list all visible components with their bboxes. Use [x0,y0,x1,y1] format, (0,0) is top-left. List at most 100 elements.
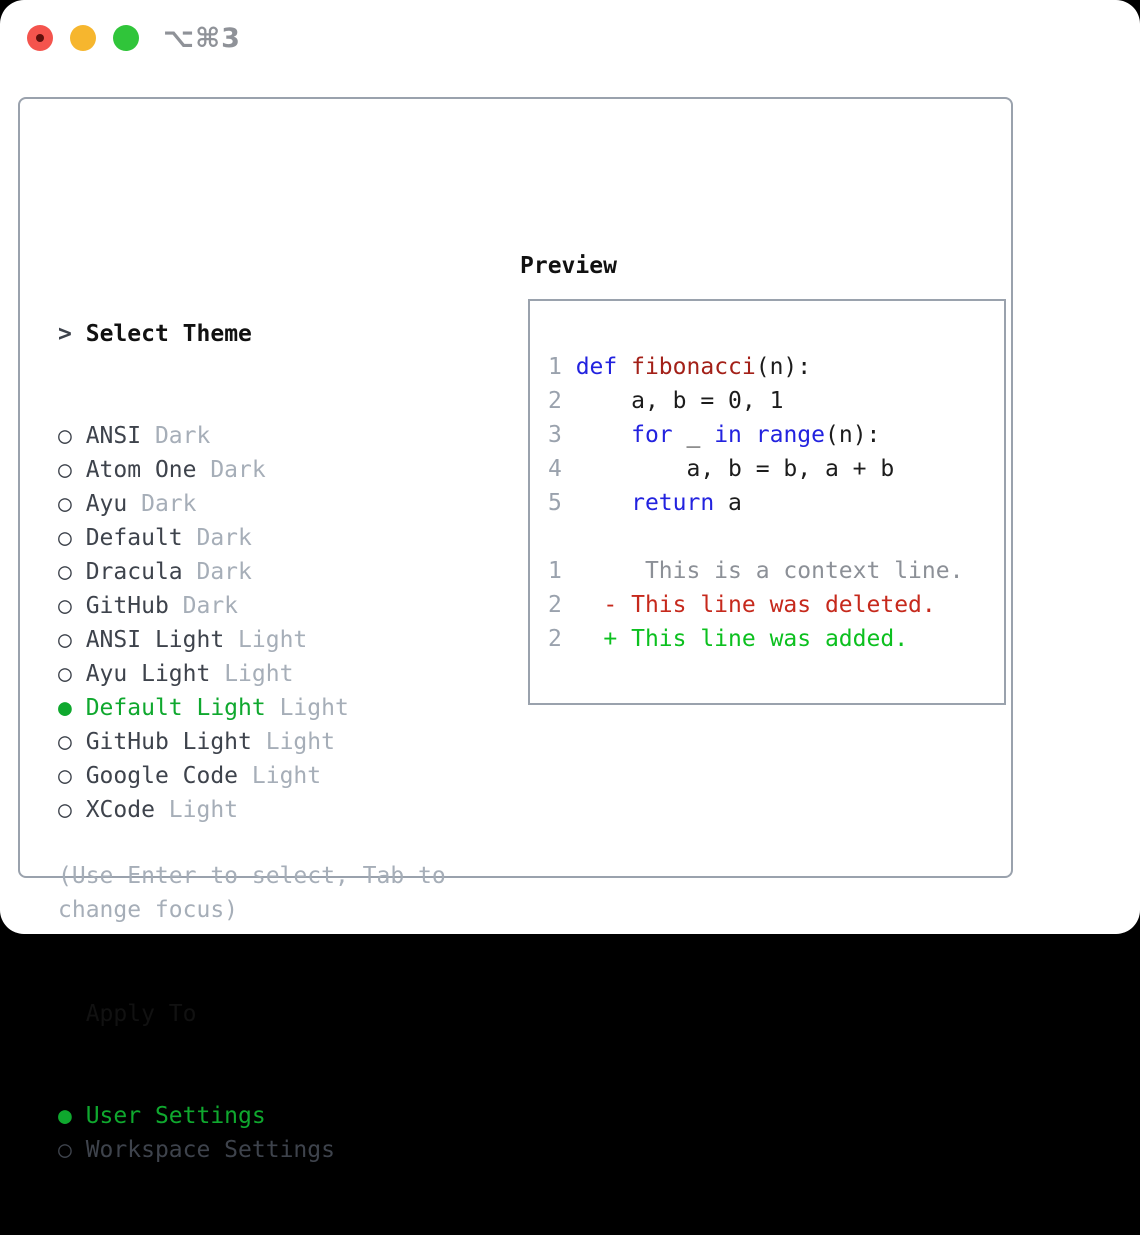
code-line [548,520,963,554]
option-label: GitHub Light [72,729,252,755]
theme-variant-tag: Dark [183,525,252,551]
theme-option-github-dark[interactable]: ○ GitHub Dark [58,589,349,623]
theme-variant-tag: Light [155,797,238,823]
theme-option-xcode-light[interactable]: ○ XCode Light [58,793,349,827]
theme-option-default-dark[interactable]: ○ Default Dark [58,521,349,555]
code-line: 1 This is a context line. [548,554,963,588]
code-line: 4 a, b = b, a + b [548,452,963,486]
theme-list-column: > Select Theme ○ ANSI Dark○ Atom One Dar… [58,249,349,1235]
code-line: 2 + This line was added. [548,622,963,656]
code-line: 2 a, b = 0, 1 [548,384,963,418]
code-segment-code: a [714,490,742,516]
theme-variant-tag: Dark [141,423,210,449]
theme-option-atom-one-dark[interactable]: ○ Atom One Dark [58,453,349,487]
apply-option-user-settings[interactable]: ● User Settings [58,1099,349,1133]
theme-variant-tag: Dark [183,559,252,585]
apply-to-header: Apply To [58,997,349,1031]
option-label: Atom One [72,457,197,483]
select-theme-header-label: Select Theme [72,321,252,347]
code-segment-num: 5 [548,490,562,516]
code-segment-num: 2 [548,626,562,652]
code-segment-num: 1 [548,558,562,584]
option-label: Google Code [72,763,238,789]
code-segment-code [562,422,631,448]
radio-selected-icon: ● [58,695,72,721]
option-label: XCode [72,797,155,823]
theme-variant-tag: Light [266,695,349,721]
radio-selected-icon: ● [58,1103,72,1129]
code-segment-code: _ [673,422,715,448]
app-window: ⌥⌘3 > Select Theme ○ ANSI Dark○ Atom One… [0,0,1140,934]
code-segment-num: 4 [548,456,562,482]
theme-variant-tag: Light [252,729,335,755]
theme-variant-tag: Light [238,763,321,789]
radio-icon: ○ [58,559,72,585]
zoom-button[interactable] [113,25,139,51]
code-segment-num: 2 [548,592,562,618]
traffic-lights [27,25,139,51]
theme-option-ansi-light-light[interactable]: ○ ANSI Light Light [58,623,349,657]
preview-header: Preview [520,249,617,283]
option-label: ANSI Light [72,627,224,653]
code-segment-num: 3 [548,422,562,448]
theme-list: ○ ANSI Dark○ Atom One Dark○ Ayu Dark○ De… [58,419,349,827]
option-label: Ayu Light [72,661,210,687]
minimize-button[interactable] [70,25,96,51]
code-segment-add: + This line was added. [562,626,908,652]
option-label: Ayu [72,491,127,517]
option-label: ANSI [72,423,141,449]
radio-icon: ○ [58,661,72,687]
option-label: GitHub [72,593,169,619]
theme-option-google-code-light[interactable]: ○ Google Code Light [58,759,349,793]
code-line: 3 for _ in range(n): [548,418,963,452]
theme-variant-tag: Dark [196,457,265,483]
code-segment-code [742,422,756,448]
radio-icon: ○ [58,491,72,517]
code-line: 2 - This line was deleted. [548,588,963,622]
option-label: Default [72,525,183,551]
theme-option-github-light-light[interactable]: ○ GitHub Light Light [58,725,349,759]
code-segment-code [617,354,631,380]
theme-variant-tag: Light [210,661,293,687]
radio-icon: ○ [58,1137,72,1163]
code-segment-num: 1 [548,354,576,380]
theme-option-default-light-light[interactable]: ● Default Light Light [58,691,349,725]
window-title: ⌥⌘3 [163,23,241,54]
radio-icon: ○ [58,525,72,551]
theme-option-ayu-dark[interactable]: ○ Ayu Dark [58,487,349,521]
code-segment-code: a, b = 0, 1 [562,388,784,414]
code-segment-kw: range [756,422,825,448]
apply-to-list: ● User Settings○ Workspace Settings [58,1099,349,1167]
code-segment-del: - This line was deleted. [562,592,936,618]
code-segment-fn: fibonacci [631,354,756,380]
radio-icon: ○ [58,593,72,619]
code-segment-kw: in [714,422,742,448]
code-segment-code [562,490,631,516]
theme-variant-tag: Light [224,627,307,653]
radio-icon: ○ [58,423,72,449]
radio-icon: ○ [58,797,72,823]
code-segment-kw: def [576,354,618,380]
radio-icon: ○ [58,763,72,789]
option-label: User Settings [72,1103,266,1129]
code-segment-ctx: This is a context line. [562,558,964,584]
apply-to-header-label: Apply To [86,1001,197,1027]
radio-icon: ○ [58,457,72,483]
theme-option-ansi-dark[interactable]: ○ ANSI Dark [58,419,349,453]
option-label: Dracula [72,559,183,585]
code-line: 1 def fibonacci(n): [548,350,963,384]
close-button[interactable] [27,25,53,51]
code-segment-kw: return [631,490,714,516]
apply-option-workspace-settings[interactable]: ○ Workspace Settings [58,1133,349,1167]
theme-variant-tag: Dark [127,491,196,517]
help-text: (Use Enter to select, Tab to change focu… [58,859,488,927]
radio-icon: ○ [58,627,72,653]
code-segment-num: 2 [548,388,562,414]
theme-option-ayu-light-light[interactable]: ○ Ayu Light Light [58,657,349,691]
option-label: Default Light [72,695,266,721]
theme-option-dracula-dark[interactable]: ○ Dracula Dark [58,555,349,589]
prompt-icon: > [58,321,72,347]
theme-variant-tag: Dark [169,593,238,619]
